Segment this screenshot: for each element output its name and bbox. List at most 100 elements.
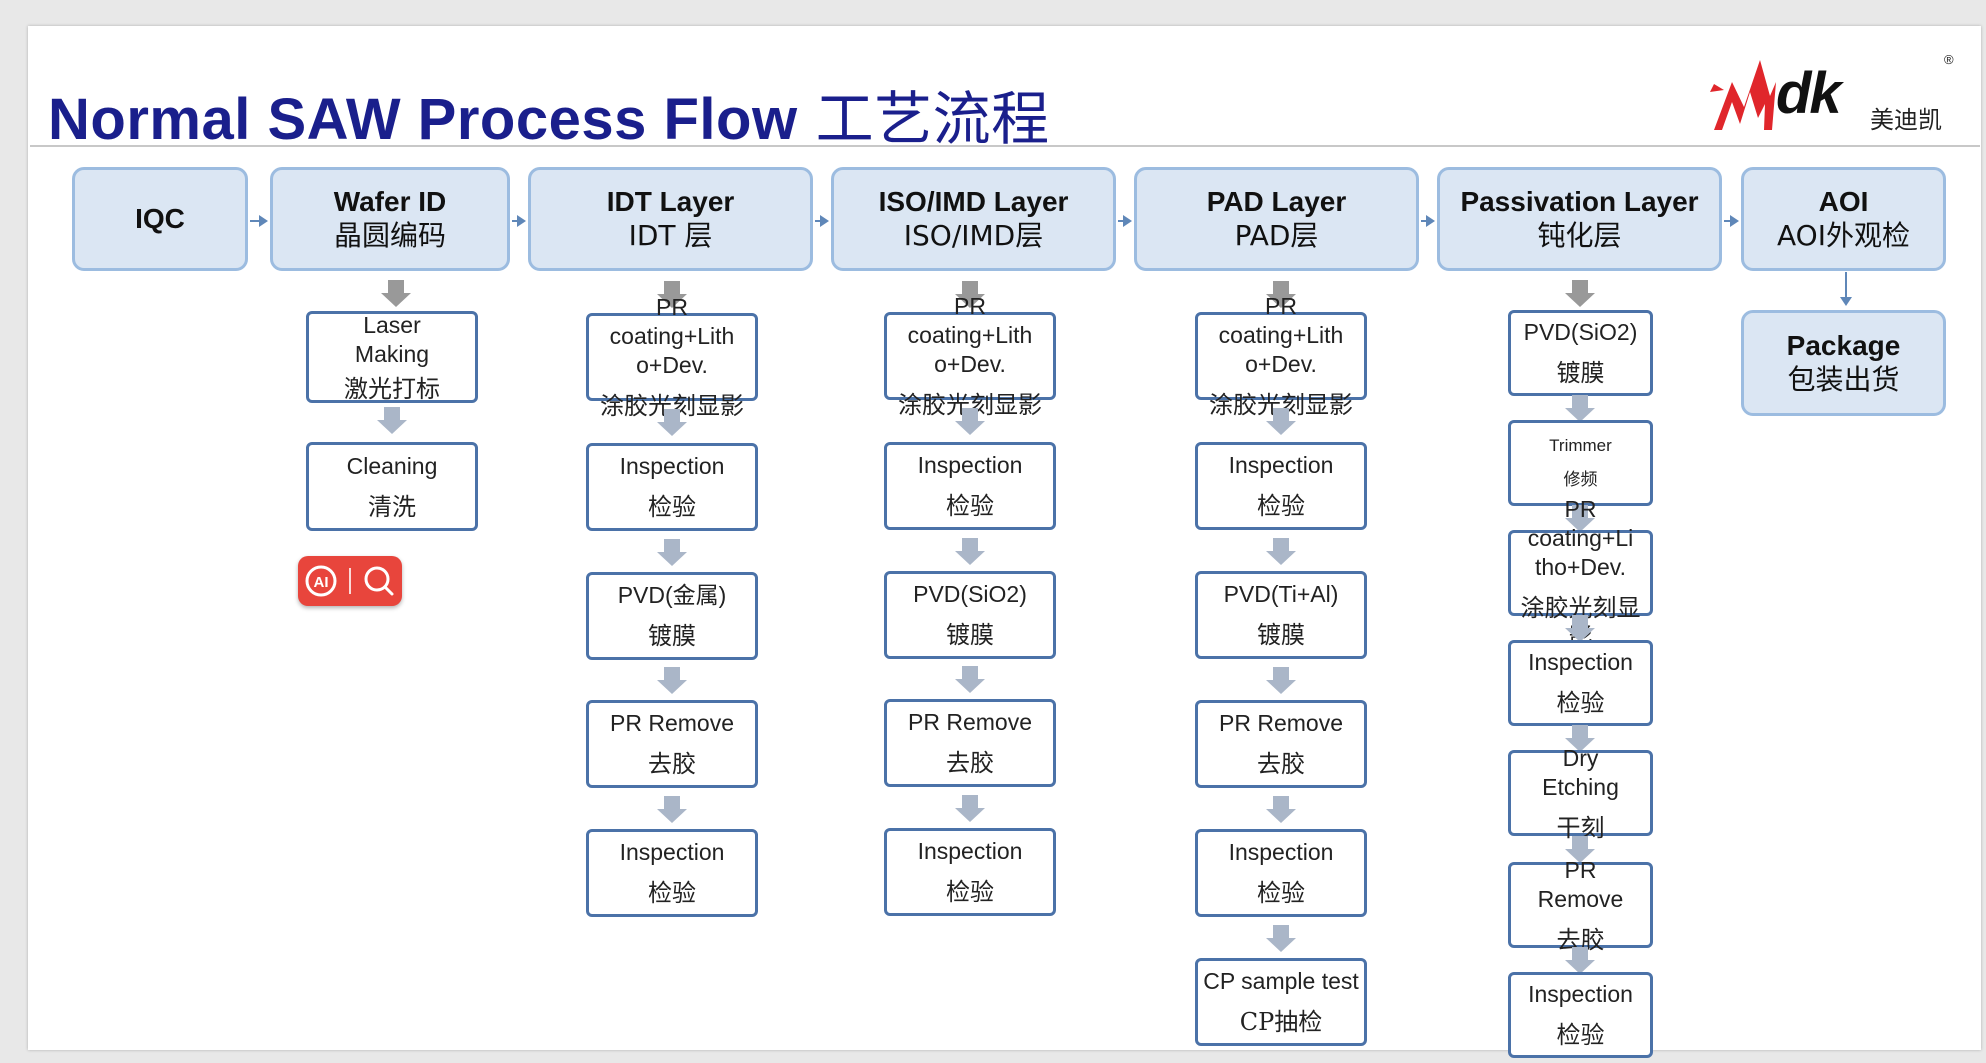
- step-label: PR Remove: [1219, 710, 1343, 736]
- flow-arrow: [1724, 215, 1739, 227]
- step-label: Inspection: [917, 452, 1023, 478]
- header-iqc: IQC: [72, 167, 248, 271]
- flow-arrow: [250, 215, 268, 227]
- header-label: IDT Layer: [606, 186, 735, 217]
- step-label-cn: 激光打标: [344, 374, 440, 403]
- step-label-cn: 去胶: [946, 749, 994, 777]
- header-iso-imd-layer: ISO/IMD Layer ISO/IMD层: [831, 167, 1116, 271]
- header-label: Passivation Layer: [1460, 186, 1699, 217]
- widget-divider: [348, 568, 351, 594]
- step-label: PR coating+Lith o+Dev.: [609, 294, 735, 378]
- logo-chinese: 美迪凯: [1870, 106, 1942, 134]
- step-label-cn: 清洗: [368, 492, 416, 521]
- step-inspection: Inspection 检验: [1508, 640, 1653, 726]
- header-pad-layer: PAD Layer PAD层: [1134, 167, 1419, 271]
- step-label: Laser Making: [354, 311, 430, 367]
- title-divider: [30, 145, 1980, 147]
- package-label: Package: [1786, 330, 1901, 361]
- step-pr-remove: PR Remove 去胶: [586, 700, 758, 788]
- step-label: Inspection: [1528, 981, 1633, 1007]
- header-label-cn: IDT 层: [628, 219, 713, 252]
- title-chinese: 工艺流程: [815, 85, 1050, 153]
- step-label-cn: 检验: [1257, 492, 1305, 520]
- step-label-cn: CP抽检: [1239, 1008, 1323, 1036]
- step-label-cn: 镀膜: [1556, 359, 1605, 387]
- step-pvd-sio2: PVD(SiO2)镀膜: [1508, 310, 1653, 396]
- aoi-to-package-arrow: [1840, 272, 1852, 306]
- header-wafer-id: Wafer ID 晶圆编码: [270, 167, 510, 271]
- header-label-cn: 钝化层: [1537, 219, 1622, 252]
- package-label-cn: 包装出货: [1787, 363, 1900, 396]
- step-label: PVD(金属): [617, 582, 727, 608]
- step-label-cn: 检验: [1556, 1021, 1605, 1049]
- header-label: PAD Layer: [1206, 186, 1347, 217]
- step-label-cn: 检验: [1556, 689, 1605, 717]
- logo-text: dk: [1776, 61, 1842, 126]
- step-laser-making: Laser Making 激光打标: [306, 311, 478, 403]
- header-label-cn: ISO/IMD层: [903, 219, 1044, 252]
- step-label: Inspection: [1228, 452, 1334, 478]
- step-label: Cleaning: [346, 452, 438, 479]
- step-label-cn: 检验: [648, 879, 696, 907]
- step-label-cn: 镀膜: [648, 622, 696, 650]
- step-label-cn: 镀膜: [946, 621, 994, 649]
- step-label: Dry Etching: [1542, 744, 1619, 800]
- step-pvd-ti-al: PVD(Ti+Al)镀膜: [1195, 571, 1367, 659]
- flow-arrow: [512, 215, 526, 227]
- step-label-cn: 去胶: [648, 750, 696, 778]
- step-pr-coating: PR coating+Lith o+Dev.涂胶光刻显影: [1195, 293, 1367, 419]
- ai-search-widget[interactable]: AI: [298, 556, 402, 606]
- step-label: Inspection: [619, 839, 725, 865]
- step-inspection: Inspection 检验: [884, 828, 1056, 916]
- step-label: PR coating+Li tho+Dev.: [1527, 495, 1634, 580]
- step-label-cn: 修频: [1563, 470, 1598, 490]
- step-label: PVD(SiO2): [913, 581, 1027, 607]
- header-label: ISO/IMD Layer: [878, 186, 1069, 217]
- step-label-cn: 检验: [946, 492, 994, 520]
- step-pvd-metal: PVD(金属) 镀膜: [586, 572, 758, 660]
- step-label: PVD(Ti+Al): [1223, 581, 1339, 607]
- logo-mark-icon: [1710, 60, 1776, 130]
- step-label: CP sample test: [1203, 968, 1359, 994]
- header-label: AOI: [1818, 186, 1869, 217]
- step-label: PR Remove: [908, 709, 1032, 735]
- step-inspection: Inspection 检验: [586, 829, 758, 917]
- step-pr-coating: PR coating+Lith o+Dev.涂胶光刻显影: [884, 293, 1056, 419]
- step-label-cn: 检验: [946, 878, 994, 906]
- step-pvd-sio2: PVD(SiO2) 镀膜: [884, 571, 1056, 659]
- step-pr-coating: PR coating+Li tho+Dev.涂胶光刻显影: [1508, 496, 1653, 651]
- header-label-cn: AOI外观检: [1777, 219, 1910, 252]
- package-box: Package 包装出货: [1741, 310, 1946, 416]
- flow-arrow: [815, 215, 829, 227]
- ai-icon[interactable]: AI: [304, 564, 338, 598]
- step-pr-coating: PR coating+Lith o+Dev.涂胶光刻显影: [586, 294, 758, 420]
- header-label-cn: 晶圆编码: [333, 219, 446, 252]
- header-passivation-layer: Passivation Layer 钝化层: [1437, 167, 1722, 271]
- header-aoi: AOI AOI外观检: [1741, 167, 1946, 271]
- step-pr-remove: PR Remove 去胶: [884, 699, 1056, 787]
- step-inspection: Inspection 检验: [1508, 972, 1653, 1058]
- svg-text:AI: AI: [313, 574, 328, 591]
- company-logo: dk 美迪凯 ®: [1710, 52, 1954, 142]
- step-label: PR Remove: [1537, 856, 1624, 912]
- step-label-cn: 检验: [648, 493, 696, 521]
- header-label: IQC: [135, 203, 185, 234]
- step-label: PR Remove: [610, 710, 734, 736]
- flow-arrow: [1421, 215, 1435, 227]
- step-label-cn: 检验: [1257, 879, 1305, 907]
- header-label: Wafer ID: [333, 186, 447, 217]
- flow-arrow: [1118, 215, 1132, 227]
- step-label: Inspection: [619, 453, 725, 479]
- step-label: Trimmer: [1549, 436, 1612, 455]
- title-english: Normal SAW Process Flow: [48, 87, 798, 152]
- step-cleaning: Cleaning 清洗: [306, 442, 478, 531]
- page-title: Normal SAW Process Flow 工艺流程: [48, 72, 1050, 156]
- header-label-cn: PAD层: [1234, 219, 1319, 252]
- step-label: Inspection: [1528, 649, 1633, 675]
- search-icon[interactable]: [362, 564, 396, 598]
- step-trimmer: Trimmer 修频: [1508, 420, 1653, 506]
- step-label: Inspection: [917, 838, 1023, 864]
